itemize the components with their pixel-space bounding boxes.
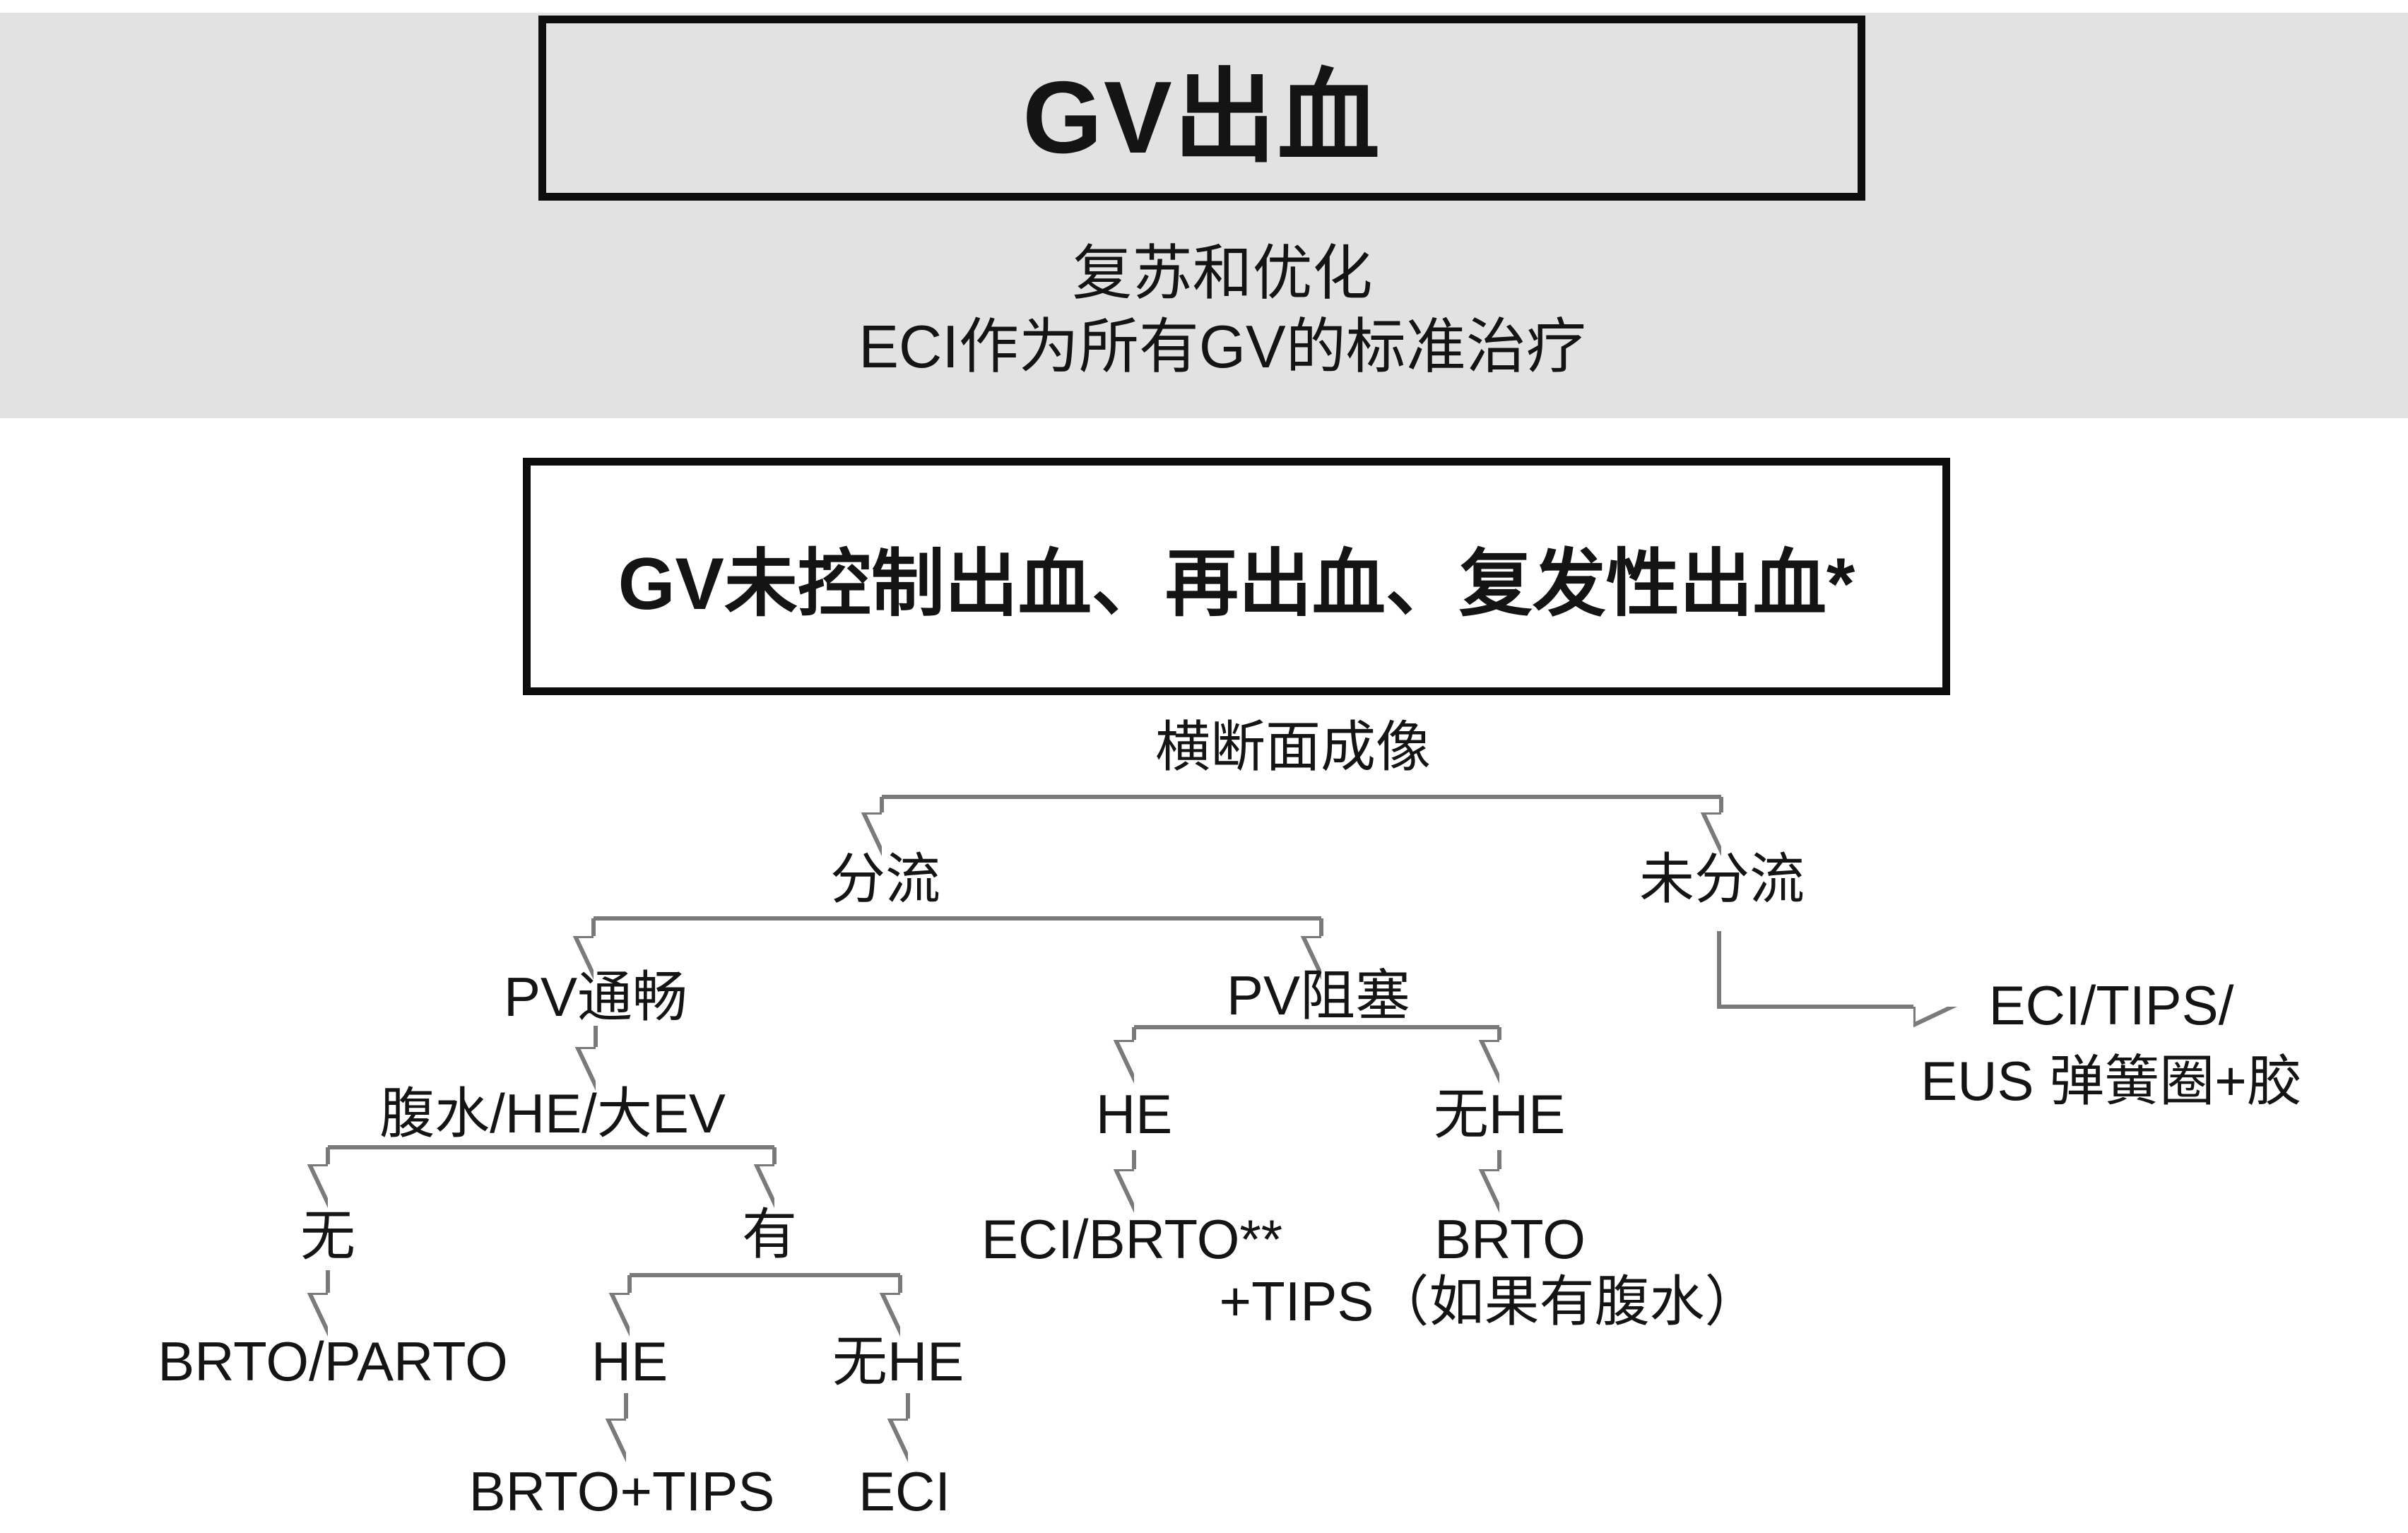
node-eci-brto: ECI/BRTO** <box>981 1208 1283 1271</box>
node-he-occluded: HE <box>1095 1083 1173 1146</box>
alert-box: GV未控制出血、再出血、复发性出血* <box>523 458 1950 695</box>
no-shunt-treatment-line-2: EUS 弹簧圈+胶 <box>1920 1050 2302 1112</box>
node-no-shunt-treatment: ECI/TIPS/ EUS 弹簧圈+胶 <box>1920 968 2302 1119</box>
node-ascites-he-ev: 腹水/HE/大EV <box>379 1082 726 1145</box>
connector <box>1717 931 1913 1007</box>
node-pv-occluded: PV阻塞 <box>1226 964 1411 1027</box>
node-cross-imaging: 横断面成像 <box>1155 716 1432 779</box>
node-brto-note: +TIPS（如果有腹水） <box>1219 1270 1760 1333</box>
header-banner: GV出血 复苏和优化 ECI作为所有GV的标准治疗 <box>0 13 2408 418</box>
page-title: GV出血 <box>1022 60 1381 174</box>
no-shunt-treatment-line-1: ECI/TIPS/ <box>1988 974 2234 1036</box>
node-absent: 无 <box>300 1204 356 1267</box>
node-pv-patent: PV通畅 <box>503 966 688 1029</box>
node-brto-tips: BRTO+TIPS <box>468 1460 775 1523</box>
node-present: 有 <box>741 1203 798 1266</box>
banner-subtitle: 复苏和优化 ECI作为所有GV的标准治疗 <box>858 237 1586 384</box>
subtitle-line-2: ECI作为所有GV的标准治疗 <box>858 314 1586 381</box>
node-no-he-present: 无HE <box>832 1330 964 1393</box>
node-shunt: 分流 <box>830 848 941 911</box>
node-he-present: HE <box>591 1330 668 1393</box>
node-brto-parto: BRTO/PARTO <box>158 1330 508 1393</box>
node-brto: BRTO <box>1434 1208 1586 1271</box>
node-eci: ECI <box>858 1460 951 1523</box>
title-box: GV出血 <box>538 16 1865 201</box>
node-no-he-occluded: 无HE <box>1433 1083 1566 1146</box>
alert-box-title: GV未控制出血、再出血、复发性出血* <box>618 543 1855 625</box>
node-no-shunt: 未分流 <box>1639 848 1805 911</box>
subtitle-line-1: 复苏和优化 <box>1072 240 1373 307</box>
